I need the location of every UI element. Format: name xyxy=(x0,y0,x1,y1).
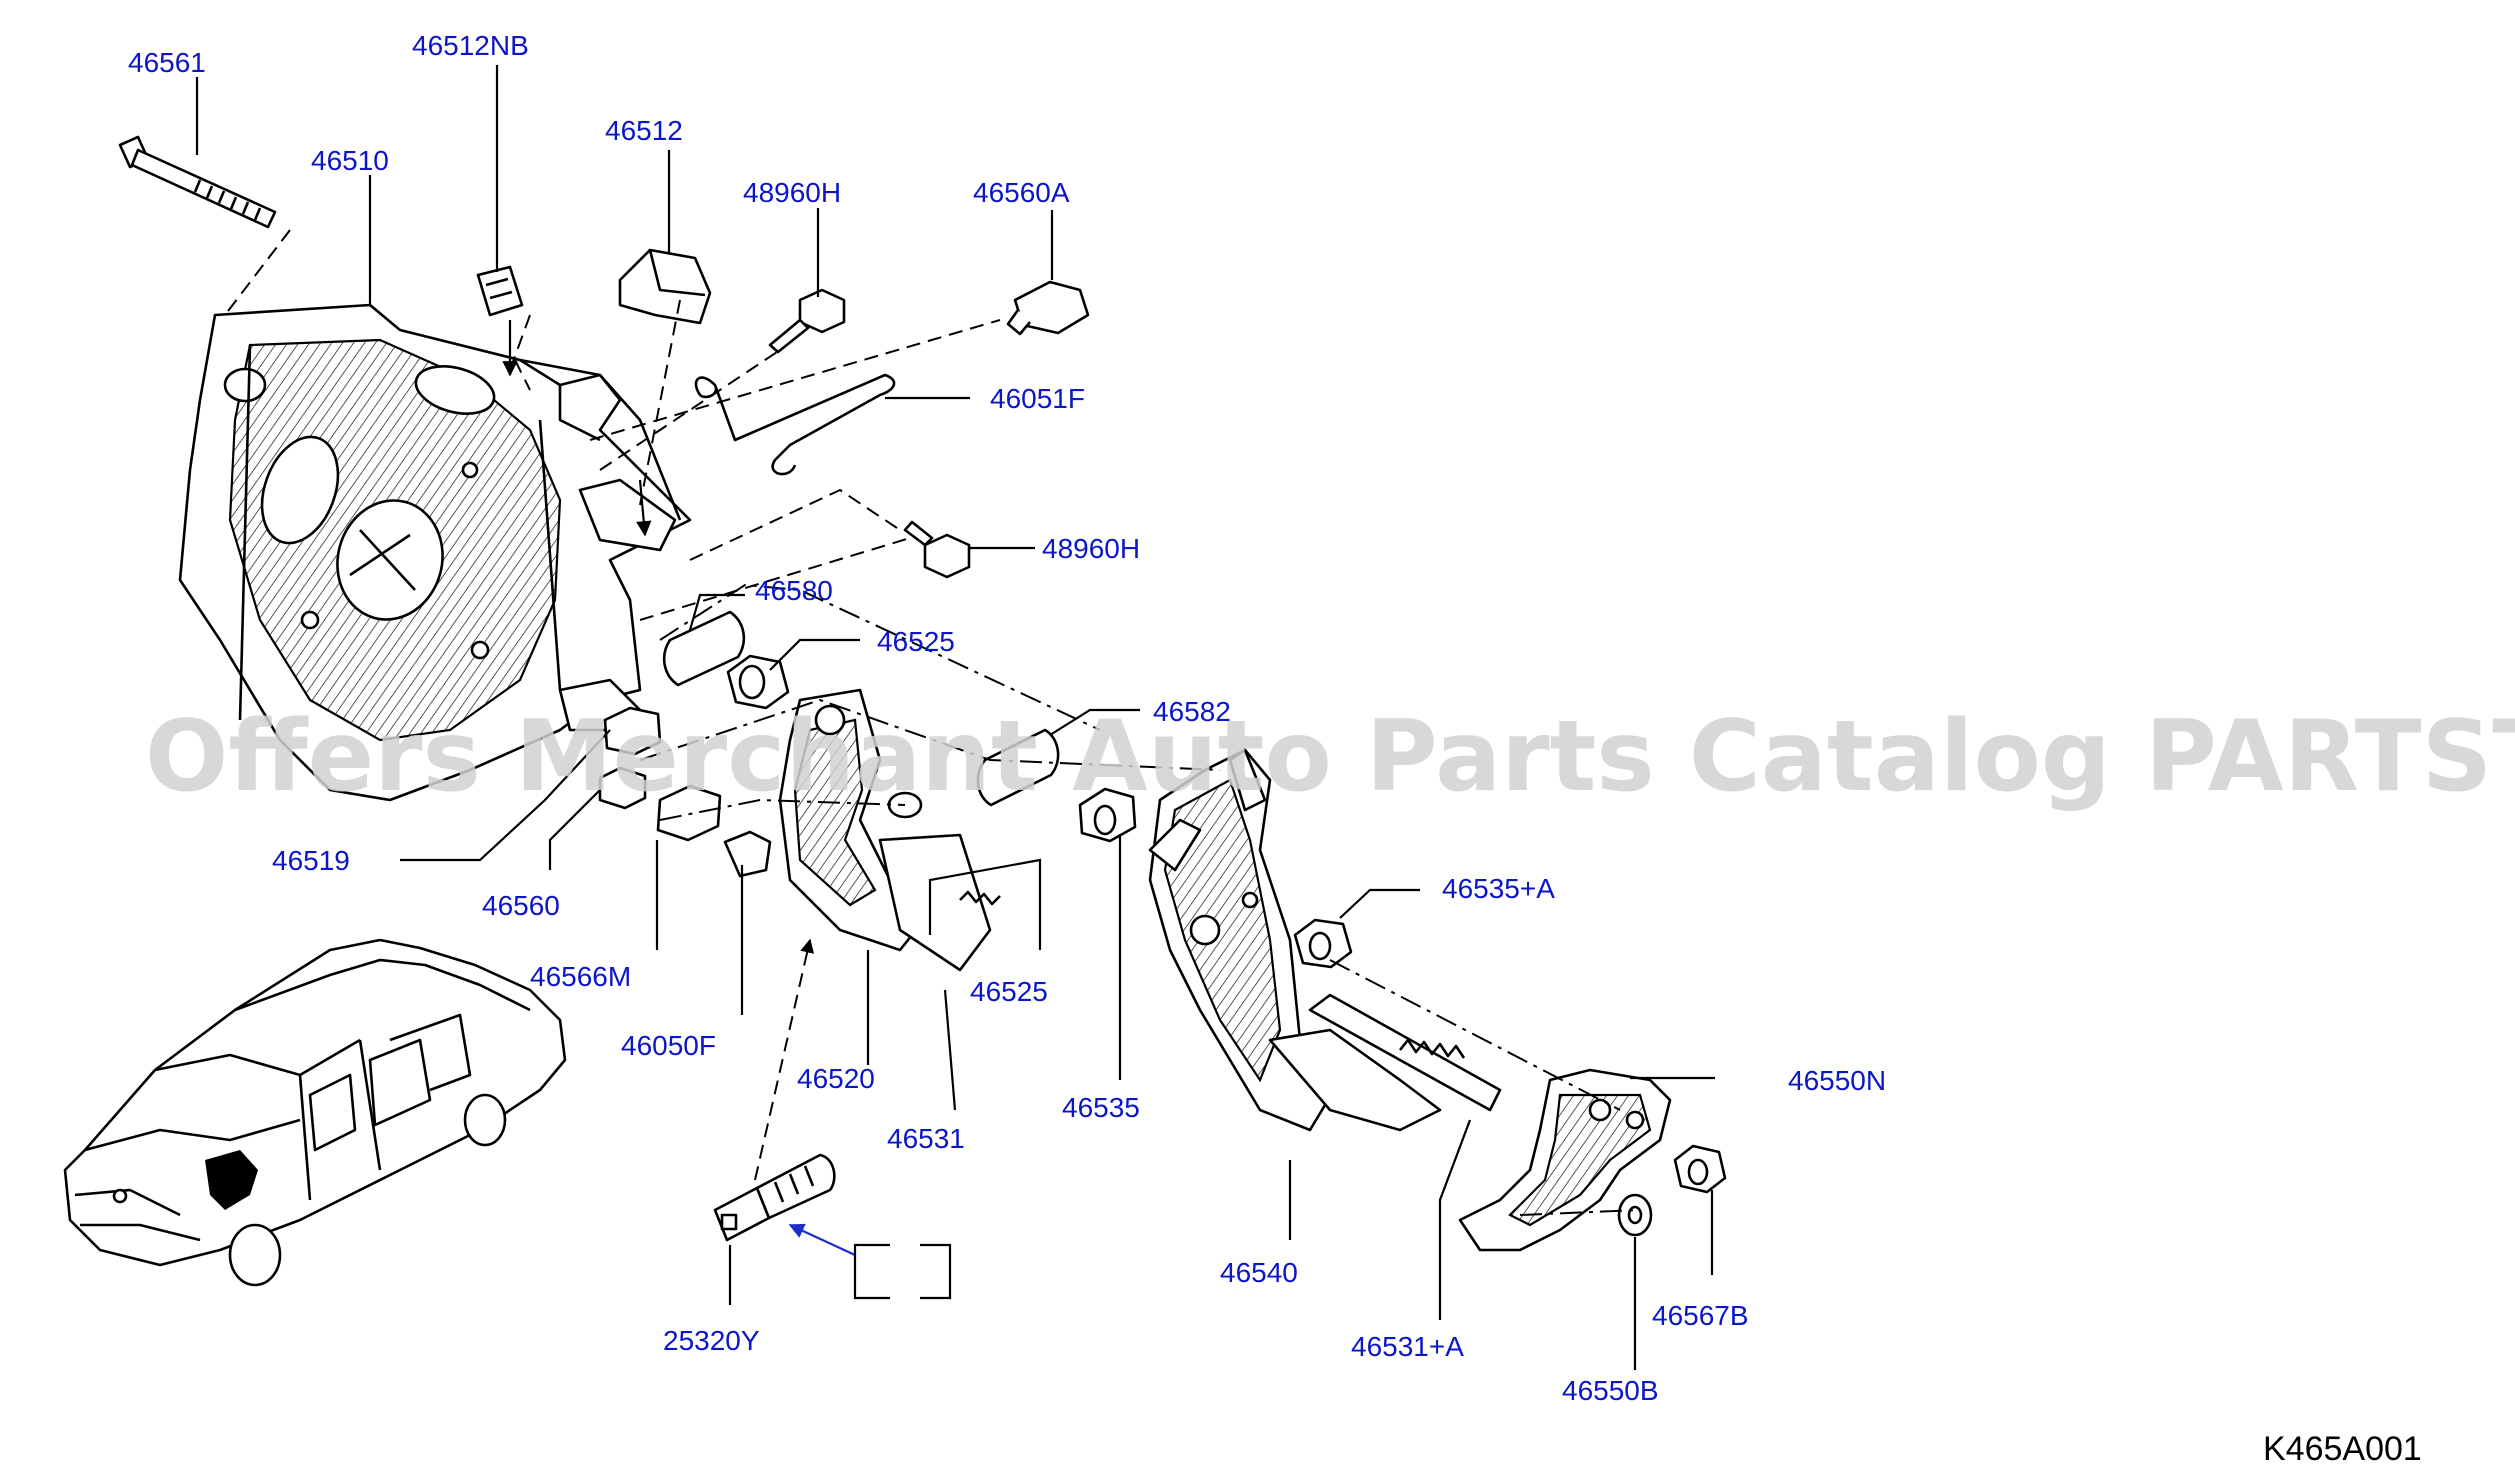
clip-46566M[interactable] xyxy=(656,784,722,842)
label-46560[interactable]: 46560 xyxy=(482,890,560,921)
arrow-switch xyxy=(788,1223,856,1256)
label-46531[interactable]: 46531 xyxy=(887,1123,965,1154)
label-46519[interactable]: 46519 xyxy=(272,845,350,876)
label-46550B[interactable]: 46550B xyxy=(1562,1375,1659,1406)
switch-25320Y[interactable] xyxy=(713,1153,836,1242)
label-46051F[interactable]: 46051F xyxy=(990,383,1085,414)
bushing-46519[interactable] xyxy=(603,706,662,756)
label-25320Y[interactable]: 25320Y xyxy=(663,1325,760,1356)
label-48960H-top[interactable]: 48960H xyxy=(743,177,841,208)
bushing-46535[interactable] xyxy=(1078,787,1137,843)
bracket-46550N[interactable] xyxy=(1458,1068,1672,1252)
pedal-pad-46531A[interactable] xyxy=(1308,993,1502,1112)
label-46512NB[interactable]: 46512NB xyxy=(412,30,529,61)
label-46535[interactable]: 46535 xyxy=(1062,1092,1140,1123)
label-48960H-mid[interactable]: 48960H xyxy=(1042,533,1140,564)
clip-46560A[interactable] xyxy=(1006,280,1090,336)
label-46582[interactable]: 46582 xyxy=(1153,696,1231,727)
label-46550N[interactable]: 46550N xyxy=(1788,1065,1886,1096)
label-46510[interactable]: 46510 xyxy=(311,145,389,176)
diagram-code: K465A001 xyxy=(2263,1430,2422,1468)
label-46566M[interactable]: 46566M xyxy=(530,961,631,992)
label-46512[interactable]: 46512 xyxy=(605,115,683,146)
car-illustration xyxy=(63,938,567,1287)
bushing-46580[interactable] xyxy=(662,610,746,687)
pedal-pad-46531[interactable] xyxy=(878,833,1001,972)
part-labels: 46561 46512NB 46510 46512 48960H 46560A … xyxy=(128,30,1886,1406)
leader-lines xyxy=(195,65,1715,1370)
label-46525-top[interactable]: 46525 xyxy=(877,626,955,657)
switch-bracket-box xyxy=(853,1243,952,1300)
label-46520[interactable]: 46520 xyxy=(797,1063,875,1094)
label-46525-mid[interactable]: 46525 xyxy=(970,976,1048,1007)
label-46535A[interactable]: 46535+A xyxy=(1442,873,1555,904)
spring-46051F[interactable] xyxy=(694,373,896,476)
nut-46567B[interactable] xyxy=(1673,1144,1727,1194)
bolt-48960H-mid[interactable] xyxy=(903,520,971,579)
clip-46560[interactable] xyxy=(598,766,647,810)
nut-46535A[interactable] xyxy=(1293,918,1353,969)
bushing-46525-top[interactable] xyxy=(726,654,790,710)
label-46540[interactable]: 46540 xyxy=(1220,1257,1298,1288)
clip-46512NB[interactable] xyxy=(476,265,524,317)
label-46561[interactable]: 46561 xyxy=(128,47,206,78)
label-46050F[interactable]: 46050F xyxy=(621,1030,716,1061)
label-46560A[interactable]: 46560A xyxy=(973,177,1070,208)
washer-46550B[interactable] xyxy=(1617,1193,1653,1237)
pedal-bracket-46510[interactable] xyxy=(178,303,692,802)
pedal-assembly-46540[interactable] xyxy=(1148,748,1442,1132)
clip-46050F[interactable] xyxy=(723,830,772,878)
bolt-48960H-top[interactable] xyxy=(768,288,846,354)
assembly-lines xyxy=(224,229,1641,1216)
label-46580[interactable]: 46580 xyxy=(755,575,833,606)
bushing-46582[interactable] xyxy=(976,728,1060,807)
watermark: Offers Merchant Auto Parts Catalog PARTS… xyxy=(145,700,2515,814)
stopper-46512[interactable] xyxy=(618,248,712,325)
bolt-46561[interactable] xyxy=(118,135,277,229)
label-46567B[interactable]: 46567B xyxy=(1652,1300,1749,1331)
label-46531A[interactable]: 46531+A xyxy=(1351,1331,1464,1362)
arrow-stopper-insert xyxy=(636,479,652,537)
